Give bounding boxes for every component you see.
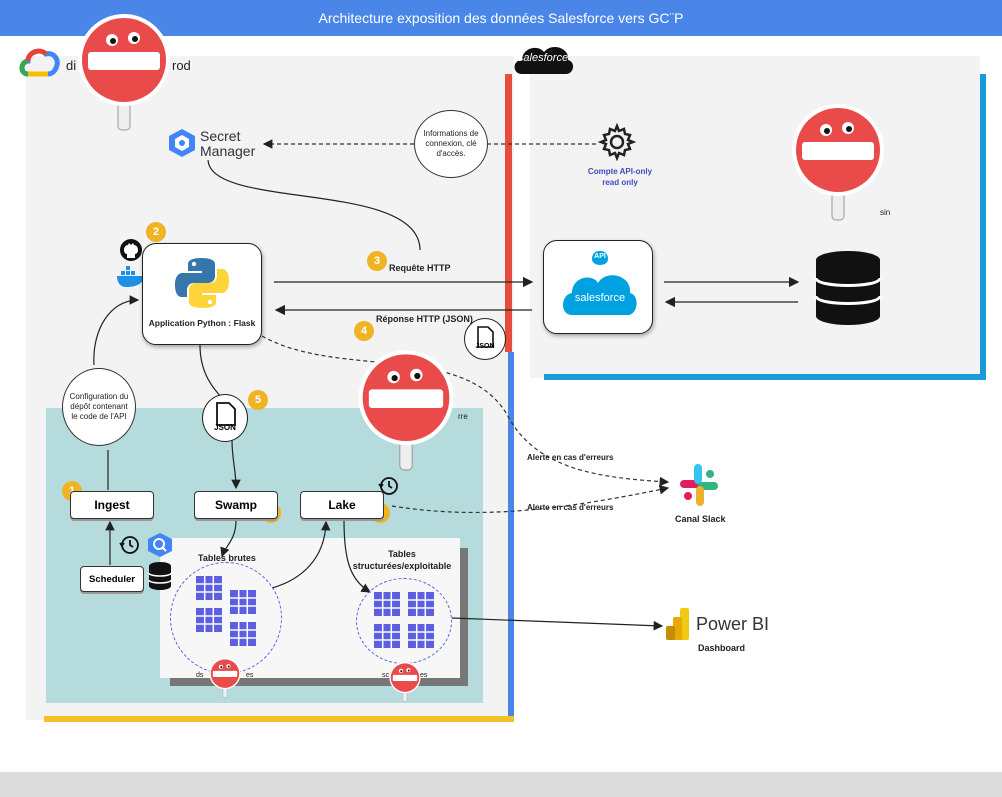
- stop-sign-sticker-icon-5: [389, 662, 421, 702]
- salesforce-top-logo: salesforce: [510, 40, 576, 80]
- diagram-title: Architecture exposition des données Sale…: [318, 10, 684, 26]
- step-badge-3: 3: [367, 251, 387, 271]
- diagram-title-bar: Architecture exposition des données Sale…: [0, 0, 1002, 36]
- powerbi-icon: [666, 608, 690, 640]
- gear-icon: [597, 122, 637, 162]
- credentials-info-bubble: Informations de connexion, clé d'accès.: [414, 110, 488, 178]
- red-border: [505, 74, 512, 352]
- swamp-node[interactable]: Swamp: [194, 491, 278, 519]
- stop-sign-sticker-icon: [78, 14, 170, 131]
- salesforce-api-card[interactable]: API salesforce: [543, 240, 653, 334]
- gcp-logo-icon: [18, 44, 62, 78]
- python-app-label: Application Python : Flask: [148, 318, 256, 328]
- salesforce-right-label: sin: [880, 208, 891, 217]
- github-icon: [119, 238, 143, 262]
- raw-tables-grid-icon: [196, 576, 256, 646]
- api-account-line2: read only: [602, 178, 638, 187]
- secret-manager-line2: Manager: [200, 143, 256, 159]
- salesforce-api-tag: API: [594, 253, 606, 260]
- scheduler-node[interactable]: Scheduler: [80, 566, 144, 592]
- structured-dataset-label: sc: [382, 672, 389, 679]
- raw-tables-label: Tables brutes: [198, 553, 256, 563]
- docker-icon: [116, 266, 146, 288]
- secret-manager-icon: [168, 128, 196, 158]
- stop-sign-sticker-icon-2: [792, 104, 884, 221]
- alert-label-1: Alerte en cas d'erreurs: [527, 453, 614, 462]
- alert-label-2: Alerte en cas d'erreurs: [527, 503, 614, 512]
- python-app-card[interactable]: Application Python : Flask: [142, 243, 262, 345]
- json-file-icon: JSON: [464, 318, 506, 360]
- history-icon: [118, 534, 140, 556]
- http-response-label: Réponse HTTP (JSON): [376, 314, 473, 324]
- credentials-info-text: Informations de connexion, clé d'accès.: [423, 129, 479, 158]
- salesforce-top-logo-text: salesforce: [517, 52, 569, 64]
- api-account-label: Compte API-only read only: [578, 166, 662, 188]
- http-request-label: Requête HTTP: [389, 263, 451, 273]
- config-repo-bubble: Configuration du dépôt contenant le code…: [62, 368, 136, 446]
- stop-sign-sticker-icon-4: [209, 658, 241, 698]
- config-repo-text: Configuration du dépôt contenant le code…: [69, 392, 129, 421]
- step-badge-2: 2: [146, 222, 166, 242]
- powerbi-sub: Dashboard: [698, 643, 746, 653]
- scheduler-database-icon: [148, 561, 172, 591]
- lake-node[interactable]: Lake: [300, 491, 384, 519]
- step-badge-5: 5: [248, 390, 268, 410]
- raw-dataset-suffix: es: [246, 672, 254, 679]
- ingest-node[interactable]: Ingest: [70, 491, 154, 519]
- json-file-icon-step5: JSON: [202, 394, 248, 442]
- structured-tables-label: Tables structurées/exploitable: [352, 549, 452, 571]
- salesforce-cloud-icon: API salesforce: [558, 247, 640, 327]
- python-icon: [173, 254, 231, 312]
- salesforce-logo-text: salesforce: [574, 292, 626, 304]
- database-icon: [814, 250, 882, 326]
- slack-icon: [676, 462, 722, 508]
- gcp-project-label-left: di: [66, 58, 77, 73]
- raw-dataset-label: ds: [196, 672, 204, 679]
- secret-manager-line1: Secret: [200, 128, 241, 144]
- blue-border-vertical: [508, 352, 514, 722]
- bigquery-icon: [146, 532, 174, 558]
- structured-tables-grid-icon: [374, 592, 434, 648]
- yellow-border: [44, 716, 514, 722]
- json-file-icon-text: JSON: [475, 343, 495, 350]
- storage-area-label: rre: [458, 412, 468, 421]
- lake-history-icon: [377, 475, 399, 497]
- stop-sign-sticker-icon-3: [358, 350, 454, 471]
- cyan-border-right: [980, 74, 986, 380]
- json-file-icon-step5-text: JSON: [214, 423, 236, 432]
- api-account-line1: Compte API-only: [587, 167, 653, 176]
- secret-manager-label: Secret Manager: [200, 129, 255, 159]
- step-badge-4: 4: [354, 321, 374, 341]
- gcp-project-label-right: rod: [172, 58, 191, 73]
- cyan-border-bottom: [544, 374, 986, 380]
- powerbi-name: Power BI: [696, 614, 770, 634]
- slack-label: Canal Slack: [675, 514, 726, 524]
- bottom-scroll-bar[interactable]: [0, 772, 1002, 797]
- structured-dataset-suffix: es: [420, 672, 428, 679]
